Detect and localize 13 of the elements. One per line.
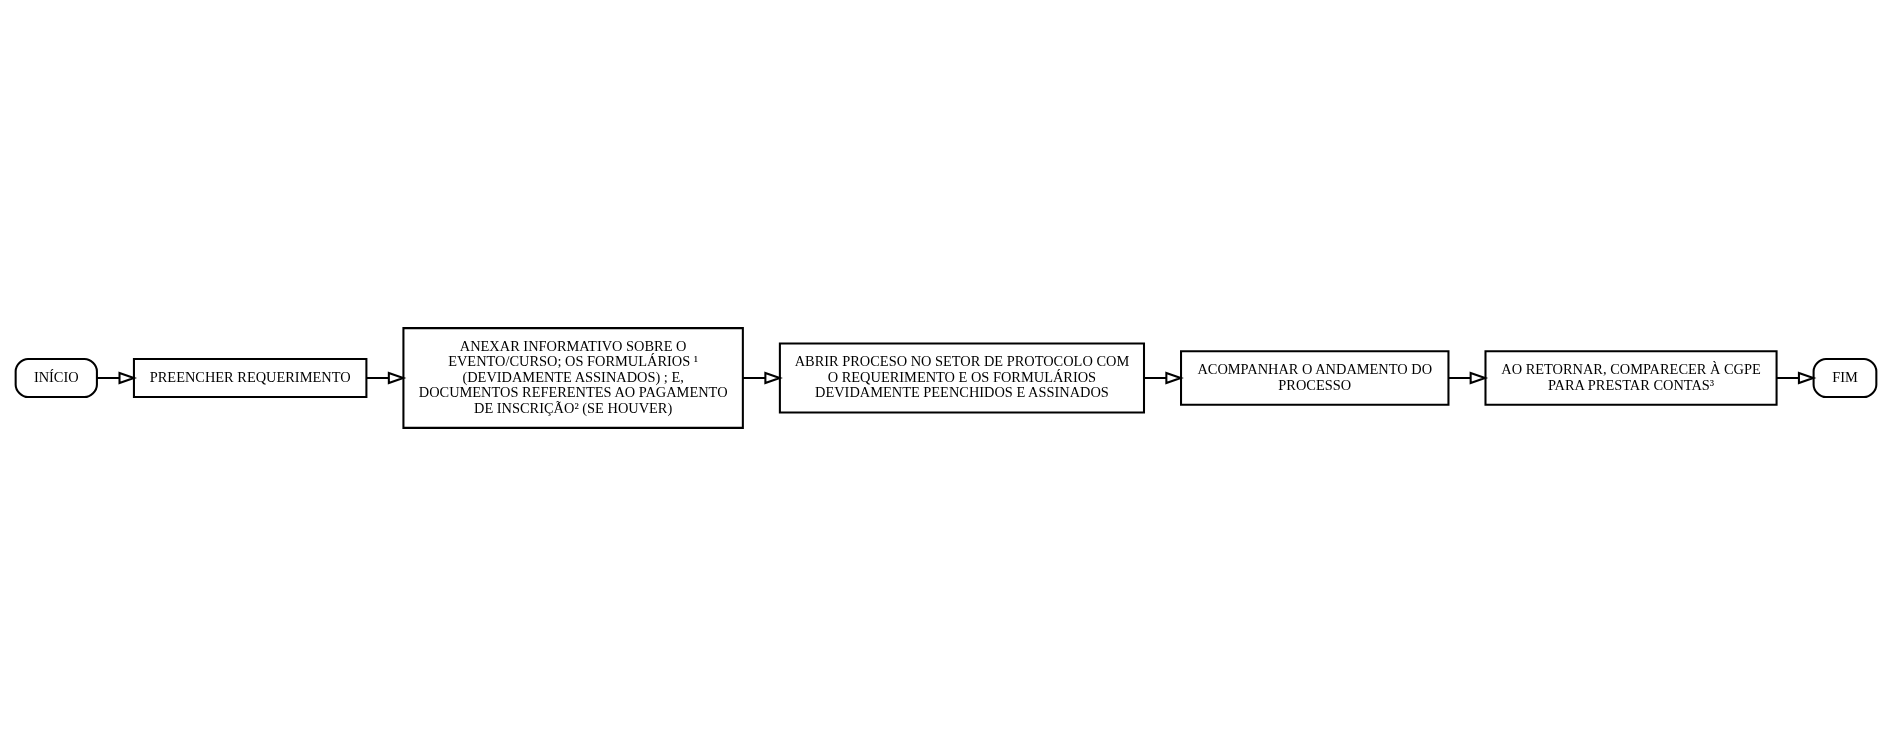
node-box: ABRIR PROCESO NO SETOR DE PROTOCOLO COM O REQUERIMENTO E OS FORMULÁRIOS DEVIDAMENTE PEENCHIDOS E ASSINADOS bbox=[778, 342, 1146, 414]
arrow bbox=[97, 371, 138, 385]
node-box: PREENCHER REQUERIMENTO bbox=[132, 357, 368, 399]
arrow bbox=[742, 371, 783, 385]
node-box: AO RETORNAR, COMPARECER À CGPE PARA PRESTAR CONTAS³ bbox=[1484, 350, 1778, 406]
node-box: INÍCIO bbox=[14, 357, 98, 399]
arrow bbox=[366, 371, 407, 385]
node-box: ANEXAR INFORMATIVO SOBRE O EVENTO/CURSO; OS FORMULÁRIOS ¹ (DEVIDAMENTE ASSINADOS) ; E, DOCUMENTOS REFERENTES AO PAGAMENTO DE INSCRIÇÃO² (SE HOUVER) bbox=[402, 327, 744, 429]
arrow bbox=[1144, 371, 1184, 385]
arrow bbox=[1776, 371, 1817, 385]
node-box: ACOMPANHAR O ANDAMENTO DO PROCESSO bbox=[1180, 350, 1450, 406]
node-box: FIM bbox=[1812, 357, 1878, 399]
arrow bbox=[1448, 371, 1489, 385]
